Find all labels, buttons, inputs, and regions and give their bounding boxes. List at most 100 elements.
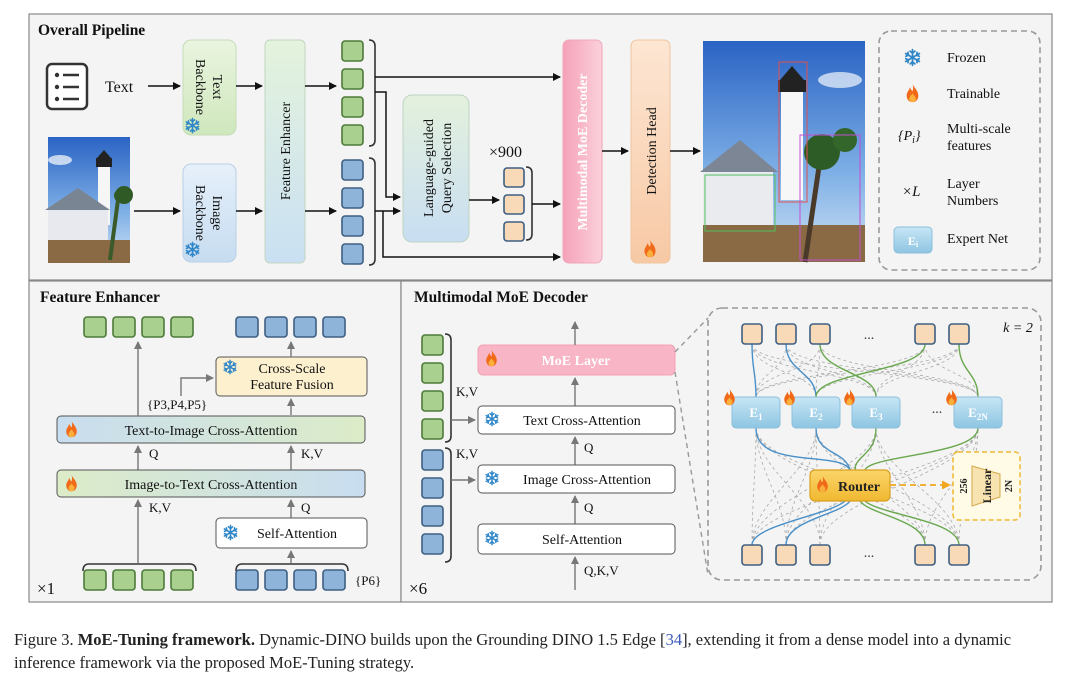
dec-q-label-b: Q	[584, 500, 594, 515]
token	[948, 544, 970, 566]
routing-line	[751, 343, 979, 398]
token	[421, 449, 444, 471]
caption-fig: Figure 3.	[14, 630, 74, 649]
text-cross-attention-label: Text Cross-Attention	[523, 414, 641, 429]
svg-text:TextBackbone: TextBackbone	[192, 59, 224, 115]
moe-layer-label: MoE Layer	[542, 354, 611, 369]
routing-line	[751, 343, 757, 398]
routing-line	[755, 427, 787, 546]
routing-line	[755, 343, 787, 398]
dec-layer-count: ×6	[409, 579, 427, 598]
routing-line	[751, 343, 817, 398]
query-selection-label: Language-guided	[422, 119, 437, 217]
routing-line	[875, 343, 926, 398]
token	[503, 194, 525, 215]
expert-label: E2N	[968, 405, 988, 422]
moe-output-tokens	[741, 323, 970, 345]
token	[914, 544, 936, 566]
fe-input-text-tokens	[83, 569, 194, 591]
legend-expert-net: Expert Net	[947, 232, 1008, 247]
image-feature-tokens	[341, 159, 364, 265]
token	[293, 316, 317, 338]
routing-line	[785, 343, 979, 398]
output-image	[700, 41, 865, 263]
token	[322, 569, 346, 591]
overall-pipeline-title: Overall Pipeline	[38, 22, 145, 39]
decoder-text-tokens	[421, 334, 444, 440]
linear-dim-in: 256	[959, 479, 970, 494]
fe-q-label-1: Q	[149, 446, 159, 461]
dec-q-label-a: Q	[584, 440, 594, 455]
fe-kv-label-1: K,V	[301, 446, 324, 461]
routing-line	[875, 427, 960, 546]
routing-line	[815, 427, 821, 546]
fe-output-text-tokens	[83, 316, 194, 338]
caption-ref[interactable]: 34	[665, 630, 683, 649]
legend-frozen: Frozen	[947, 51, 986, 66]
routing-line	[958, 343, 979, 398]
fe-kv-label-2: K,V	[149, 500, 172, 515]
routing-line	[819, 427, 979, 546]
expert-label: E1	[749, 405, 763, 422]
expert-box	[953, 396, 1003, 429]
token	[421, 477, 444, 499]
routing-line	[755, 343, 960, 398]
linear-dim-out: 2N	[1004, 479, 1015, 492]
routing-line	[785, 343, 817, 398]
token	[341, 215, 364, 237]
token	[112, 316, 136, 338]
t2i-cross-attention-box	[56, 415, 366, 444]
input-image	[45, 137, 133, 263]
document-icon	[45, 62, 89, 111]
fe-self-attention-box	[215, 517, 368, 549]
expert-label: E3	[869, 405, 883, 422]
routing-line	[819, 343, 877, 398]
routing-line	[854, 427, 877, 471]
detection-head-label: Detection Head	[645, 107, 660, 194]
fe-q-label-2: Q	[301, 500, 311, 515]
dec-kv-label-b: K,V	[456, 446, 479, 461]
token	[341, 159, 364, 181]
routing-line	[785, 427, 817, 546]
qkv-label: Q,K,V	[584, 563, 619, 578]
token	[421, 533, 444, 555]
token	[503, 167, 525, 188]
router-label: Router	[838, 480, 880, 495]
svg-text:ImageBackbone: ImageBackbone	[192, 185, 224, 241]
token	[341, 243, 364, 265]
token	[112, 569, 136, 591]
fe-input-image-tokens	[235, 569, 346, 591]
token	[775, 323, 797, 345]
linear-label: Linear	[980, 468, 994, 503]
legend-xl-symbol: ×L	[902, 184, 920, 200]
legend-pi-symbol: {Pi}	[898, 129, 921, 146]
expert-box	[851, 396, 901, 429]
token	[421, 418, 444, 440]
token	[341, 96, 364, 118]
expert-nets: E1 E2 E3 E2N	[724, 388, 1003, 429]
t2i-label: Text-to-Image Cross-Attention	[125, 424, 298, 439]
token	[503, 221, 525, 242]
routing-line	[751, 427, 817, 546]
routing-line	[785, 427, 979, 546]
p345-label: {P3,P4,P5}	[147, 397, 207, 412]
token	[421, 362, 444, 384]
routing-line	[864, 500, 960, 546]
text-backbone-label: Text	[209, 75, 224, 100]
moe-input-tokens	[741, 544, 970, 566]
expert-label: E2	[809, 405, 823, 422]
k-equals-label: k = 2	[1003, 321, 1033, 336]
text-input-label: Text	[105, 79, 134, 96]
token	[170, 316, 194, 338]
routing-line	[755, 427, 821, 546]
routing-line	[755, 427, 851, 471]
feature-enhancer-label: Feature Enhancer	[279, 101, 294, 200]
expert-box	[731, 396, 781, 429]
token	[809, 544, 831, 566]
routing-line	[755, 343, 821, 398]
image-backbone-label: Image	[209, 196, 224, 231]
